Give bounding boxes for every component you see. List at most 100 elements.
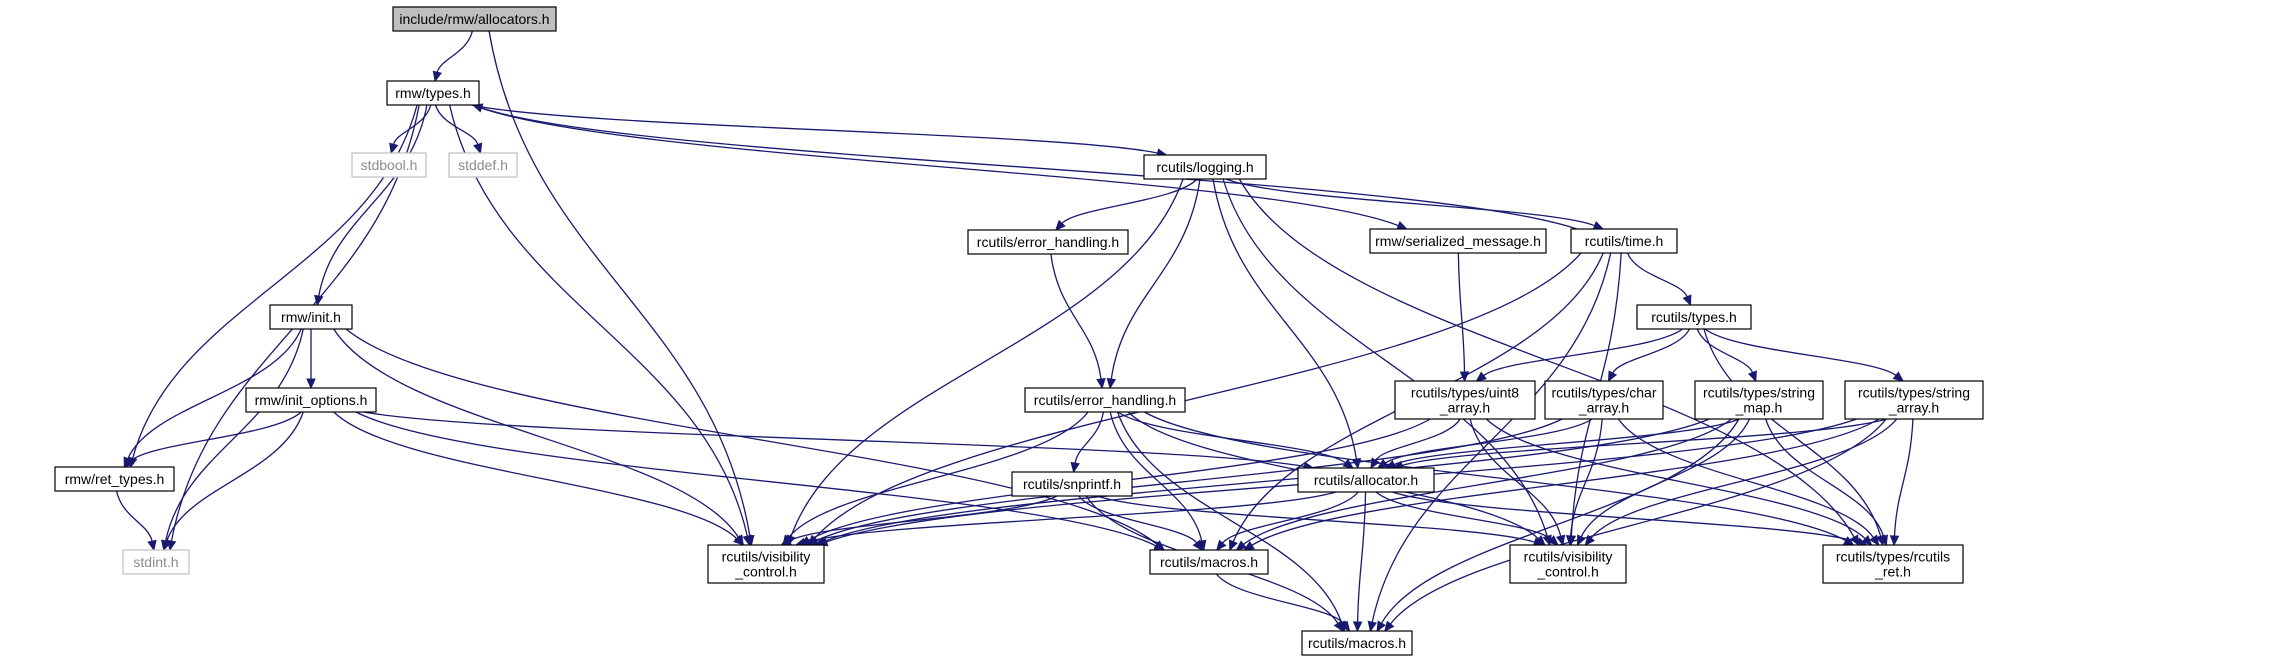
- node-box: [1822, 544, 1964, 584]
- edge-rmw_init_options-to-stdint: [162, 411, 304, 552]
- arrowhead-icon: [306, 378, 316, 390]
- edge-line: [1704, 328, 1897, 376]
- edge-line: [814, 252, 1582, 539]
- edge-line: [1110, 178, 1201, 380]
- edge-line: [333, 411, 738, 540]
- edge-string_map-to-rcutils_allocator: [1384, 418, 1740, 469]
- edge-rcutils_logging-to-rcutils_error_handling_mid: [1106, 178, 1201, 390]
- node-stddef: stddef.h: [448, 152, 518, 178]
- edge-line: [1144, 411, 1847, 542]
- node-macros-bottom[interactable]: rcutils/macros.h: [1301, 630, 1413, 656]
- node-box: [1301, 630, 1413, 656]
- node-rcutils-time[interactable]: rcutils/time.h: [1570, 228, 1678, 254]
- edge-line: [434, 104, 479, 145]
- arrowhead-icon: [1070, 461, 1080, 474]
- node-rcutils-error-handling-mid[interactable]: rcutils/error_handling.h: [1024, 387, 1186, 413]
- edge-rcutils_allocator-to-macros_mid: [1216, 491, 1359, 551]
- node-rcutils-allocator[interactable]: rcutils/allocator.h: [1297, 467, 1435, 493]
- edge-line: [1696, 328, 1754, 373]
- node-box: [1011, 471, 1133, 497]
- edge-line: [1356, 491, 1367, 623]
- node-box: [448, 152, 518, 178]
- edge-char_array-to-rcutils_allocator: [1376, 418, 1593, 469]
- edge-rmw_serialized_message-to-uint8_array: [1457, 252, 1470, 383]
- node-label: rcutils/types/uint8: [1411, 385, 1519, 401]
- edge-rmw_types-to-stdbool: [389, 104, 432, 155]
- edge-rcutils_allocator-to-rcutils_ret: [1392, 491, 1868, 547]
- node-rmw-init-options[interactable]: rmw/init_options.h: [245, 387, 377, 413]
- edge-rcutils_error_handling_mid-to-macros_bottom: [1116, 411, 1346, 633]
- node-label: rcutils/logging.h: [1156, 159, 1253, 175]
- arrowhead-icon: [1367, 620, 1377, 633]
- edge-line: [471, 104, 1158, 154]
- edge-line: [318, 104, 428, 297]
- node-label: rcutils/types/string: [1703, 385, 1815, 401]
- node-label: stdint.h: [133, 554, 178, 570]
- edge-rmw_ret_types-to-stdint: [115, 490, 157, 552]
- edge-rmw_types-to-stddef: [434, 104, 483, 155]
- arrowhead-icon: [1216, 539, 1227, 551]
- arrowhead-icon: [1339, 620, 1351, 632]
- node-rcutils-types[interactable]: rcutils/types.h: [1636, 304, 1752, 330]
- node-rmw-types[interactable]: rmw/types.h: [386, 80, 480, 106]
- node-box: [1024, 387, 1186, 413]
- nodes-layer: include/rmw/allocators.h rmw/types.h stdbo…: [54, 6, 1984, 656]
- node-rmw-ret-types[interactable]: rmw/ret_types.h: [54, 466, 175, 492]
- edge-allocators-to-visibility_left: [488, 30, 755, 547]
- node-label: rcutils/allocator.h: [1314, 472, 1418, 488]
- edge-line: [1212, 178, 1358, 460]
- node-label: _control.h: [734, 564, 796, 580]
- edge-line: [1765, 418, 1885, 537]
- node-uint8-array[interactable]: rcutils/types/uint8_array.h: [1394, 380, 1536, 420]
- node-visibility-left[interactable]: rcutils/visibility_control.h: [707, 544, 825, 584]
- node-string-array[interactable]: rcutils/types/string_array.h: [1844, 380, 1984, 420]
- edge-line: [127, 328, 302, 459]
- arrowhead-icon: [432, 70, 442, 83]
- edge-line: [481, 107, 1578, 230]
- edge-string_array-to-macros_bottom: [1384, 418, 1887, 632]
- edge-line: [1109, 411, 1203, 542]
- node-rcutils-error-handling-top[interactable]: rcutils/error_handling.h: [967, 229, 1129, 255]
- node-label: _control.h: [1536, 564, 1598, 580]
- node-label: _array.h: [1888, 400, 1939, 416]
- node-label: rcutils/macros.h: [1160, 554, 1258, 570]
- edge-line: [1380, 418, 1740, 624]
- node-char-array[interactable]: rcutils/types/char_array.h: [1544, 380, 1664, 420]
- node-macros-mid[interactable]: rcutils/macros.h: [1149, 549, 1269, 575]
- edge-line: [1384, 418, 1593, 464]
- edge-string_map-to-macros_mid: [1235, 418, 1732, 551]
- arrowhead-icon: [1192, 539, 1203, 551]
- node-label: _array.h: [1578, 400, 1629, 416]
- edge-rmw_types-to-rcutils_logging: [471, 104, 1168, 158]
- arrowhead-icon: [314, 294, 324, 307]
- node-rmw-init[interactable]: rmw/init.h: [269, 304, 353, 330]
- edge-rcutils_allocator-to-visibility_right: [1375, 491, 1559, 546]
- edge-line: [1225, 178, 1595, 227]
- node-rcutils-snprintf[interactable]: rcutils/snprintf.h: [1011, 471, 1133, 497]
- edge-line: [488, 30, 751, 537]
- edge-line: [804, 491, 1337, 544]
- node-stdbool: stdbool.h: [351, 152, 427, 178]
- edge-line: [333, 328, 739, 538]
- edge-rmw_init-to-rmw_init_options: [306, 329, 316, 390]
- edge-rcutils_time-to-rcutils_types: [1626, 252, 1692, 307]
- node-rmw-serialized-message[interactable]: rmw/serialized_message.h: [1369, 228, 1547, 254]
- arrowhead-icon: [1878, 534, 1888, 547]
- node-box: [707, 544, 825, 584]
- edge-line: [392, 104, 432, 145]
- edge-line: [130, 411, 302, 462]
- edge-line: [1617, 418, 1874, 538]
- node-visibility-right[interactable]: rcutils/visibility_control.h: [1509, 544, 1627, 584]
- edge-rmw_init_options-to-rcutils_allocator: [363, 411, 1315, 472]
- node-string-map[interactable]: rcutils/types/string_map.h: [1694, 380, 1824, 420]
- arrowhead-icon: [1384, 620, 1395, 632]
- edge-line: [1703, 328, 1882, 537]
- edge-line: [1078, 495, 1198, 544]
- node-rcutils-logging[interactable]: rcutils/logging.h: [1143, 154, 1267, 180]
- node-rcutils-ret[interactable]: rcutils/types/rcutils_ret.h: [1822, 544, 1964, 584]
- node-label: include/rmw/allocators.h: [399, 11, 549, 27]
- edge-line: [164, 328, 304, 542]
- arrowhead-icon: [162, 539, 172, 552]
- edge-line: [1251, 418, 1880, 546]
